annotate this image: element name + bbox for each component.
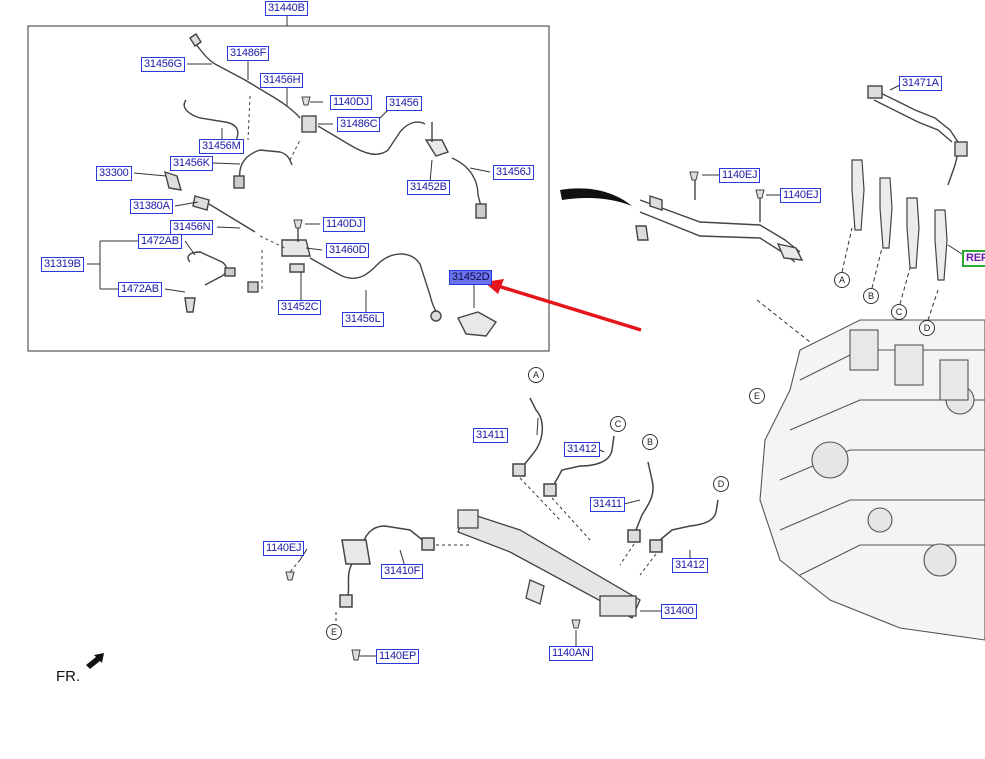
- inset-parts: [164, 33, 498, 337]
- callout-31456[interactable]: 31456: [386, 96, 422, 111]
- return-line: [867, 85, 968, 186]
- fuel-pipes: [339, 397, 719, 608]
- marker-e-bolt: E: [326, 624, 342, 640]
- pointer-arrow: [484, 279, 642, 332]
- inset-leaders: [87, 60, 491, 313]
- callout-1140ej-a[interactable]: 1140EJ: [719, 168, 761, 183]
- marker-c-pipe: C: [610, 416, 626, 432]
- callout-1472ab-upper[interactable]: 1472AB: [138, 234, 182, 249]
- callout-31486c[interactable]: 31486C: [337, 117, 381, 132]
- front-direction-label: FR.: [56, 668, 81, 685]
- marker-b-injector: B: [863, 288, 879, 304]
- callout-1140an[interactable]: 1140AN: [549, 646, 593, 661]
- common-rail: [457, 509, 641, 619]
- callout-1140dj-lower[interactable]: 1140DJ: [323, 217, 365, 232]
- callout-31411-b[interactable]: 31411: [590, 497, 625, 512]
- callout-31456h[interactable]: 31456H: [260, 73, 304, 88]
- callout-31456g[interactable]: 31456G: [141, 57, 185, 72]
- callout-ref[interactable]: REF: [962, 250, 985, 267]
- expansion-swoosh: [560, 188, 632, 206]
- marker-b-pipe: B: [642, 434, 658, 450]
- callout-31456j[interactable]: 31456J: [493, 165, 534, 180]
- inset-frame: [27, 25, 550, 352]
- callout-31411-a[interactable]: 31411: [473, 428, 508, 443]
- return-assembly: [635, 176, 804, 263]
- callout-31452d-highlighted[interactable]: 31452D: [449, 270, 493, 285]
- callout-31486f[interactable]: 31486F: [227, 46, 270, 61]
- callout-1140ep[interactable]: 1140EP: [376, 649, 420, 664]
- callout-31412-a[interactable]: 31412: [564, 442, 600, 457]
- marker-e-engine: E: [749, 388, 765, 404]
- callout-31319b[interactable]: 31319B: [41, 257, 84, 272]
- callout-1140ej-b[interactable]: 1140EJ: [780, 188, 822, 203]
- marker-c-injector: C: [891, 304, 907, 320]
- callout-31456k[interactable]: 31456K: [170, 156, 213, 171]
- injectors: [851, 159, 948, 281]
- callout-31456n[interactable]: 31456N: [170, 220, 214, 235]
- callout-31380a[interactable]: 31380A: [130, 199, 173, 214]
- callout-31456l[interactable]: 31456L: [342, 312, 384, 327]
- callout-31452c[interactable]: 31452C: [278, 300, 322, 315]
- callout-31460d[interactable]: 31460D: [326, 243, 370, 258]
- marker-a-pipe: A: [528, 367, 544, 383]
- callout-31471a[interactable]: 31471A: [899, 76, 942, 91]
- callout-31412-b[interactable]: 31412: [672, 558, 708, 573]
- engine-block: [759, 319, 985, 641]
- callout-31452b[interactable]: 31452B: [407, 180, 450, 195]
- callout-31410f[interactable]: 31410F: [381, 564, 424, 579]
- callout-1472ab-lower[interactable]: 1472AB: [118, 282, 162, 297]
- callout-33300[interactable]: 33300: [96, 166, 132, 181]
- marker-d-pipe: D: [713, 476, 729, 492]
- front-arrow-icon: [86, 653, 104, 669]
- callout-31456m[interactable]: 31456M: [199, 139, 244, 154]
- callout-1140ej-c[interactable]: 1140EJ: [263, 541, 305, 556]
- callout-1140dj-upper[interactable]: 1140DJ: [330, 95, 372, 110]
- marker-d-injector: D: [919, 320, 935, 336]
- callout-31400[interactable]: 31400: [661, 604, 697, 619]
- callout-31440b[interactable]: 31440B: [265, 1, 308, 16]
- marker-a-injector: A: [834, 272, 850, 288]
